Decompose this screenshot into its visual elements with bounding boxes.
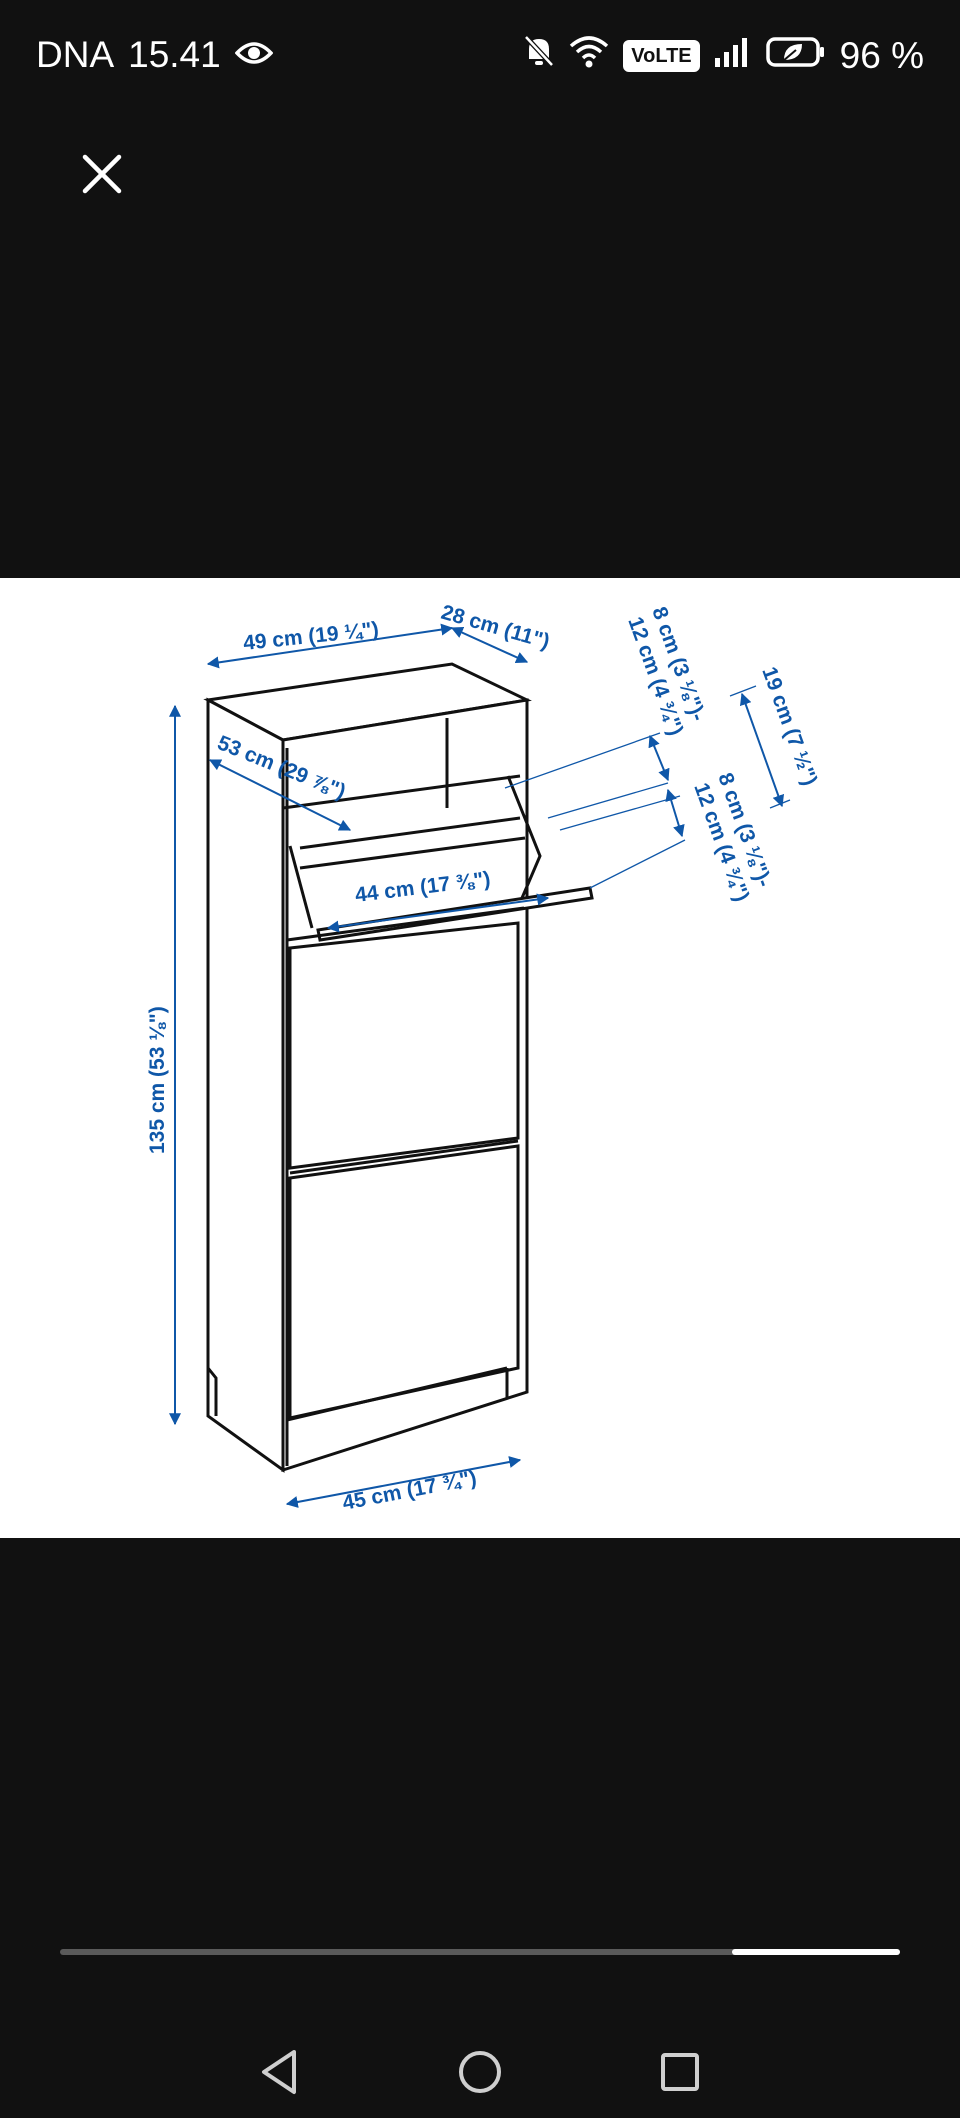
system-nav-bar: [0, 2030, 960, 2118]
shoe-cabinet-drawing: 49 cm (19 ¼") 28 cm (11") 135 cm (53 ⅛")…: [146, 601, 821, 1515]
close-button[interactable]: [78, 150, 126, 198]
dim-top-depth: 28 cm (11"): [439, 601, 553, 654]
battery-percent: 96 %: [839, 34, 924, 76]
gallery-progress-fill: [732, 1949, 900, 1955]
volte-badge: VoLTE: [623, 39, 700, 72]
wifi-icon: [569, 35, 609, 77]
cabinet-outline: [203, 662, 594, 1473]
product-dimensions-image[interactable]: 49 cm (19 ¼") 28 cm (11") 135 cm (53 ⅛")…: [0, 578, 960, 1538]
home-icon[interactable]: [448, 2040, 512, 2104]
status-left: DNA 15.41: [36, 34, 274, 76]
gallery-progress-track: [60, 1949, 900, 1955]
dim-height: 135 cm (53 ⅛"): [146, 1006, 169, 1154]
dimension-lines: [169, 623, 791, 1508]
carrier-label: DNA: [36, 34, 115, 75]
dim-bottom-width: 45 cm (17 ¾"): [341, 1466, 479, 1515]
close-icon[interactable]: [78, 150, 126, 198]
nav-back-button[interactable]: [248, 2040, 312, 2104]
recents-icon[interactable]: [648, 2040, 712, 2104]
nav-home-button[interactable]: [448, 2040, 512, 2104]
bell-muted-icon: [523, 34, 555, 77]
status-bar: DNA 15.41 VoLTE 96 %: [0, 0, 960, 114]
eye-icon: [234, 34, 274, 76]
signal-icon: [714, 35, 752, 77]
nav-recents-button[interactable]: [648, 2040, 712, 2104]
clock: 15.41: [128, 34, 221, 75]
back-icon[interactable]: [248, 2040, 312, 2104]
battery-saver-icon: [765, 35, 826, 77]
status-right: VoLTE 96 %: [523, 34, 924, 77]
dim-compartment-height: 19 cm (7 ½"): [757, 664, 821, 789]
